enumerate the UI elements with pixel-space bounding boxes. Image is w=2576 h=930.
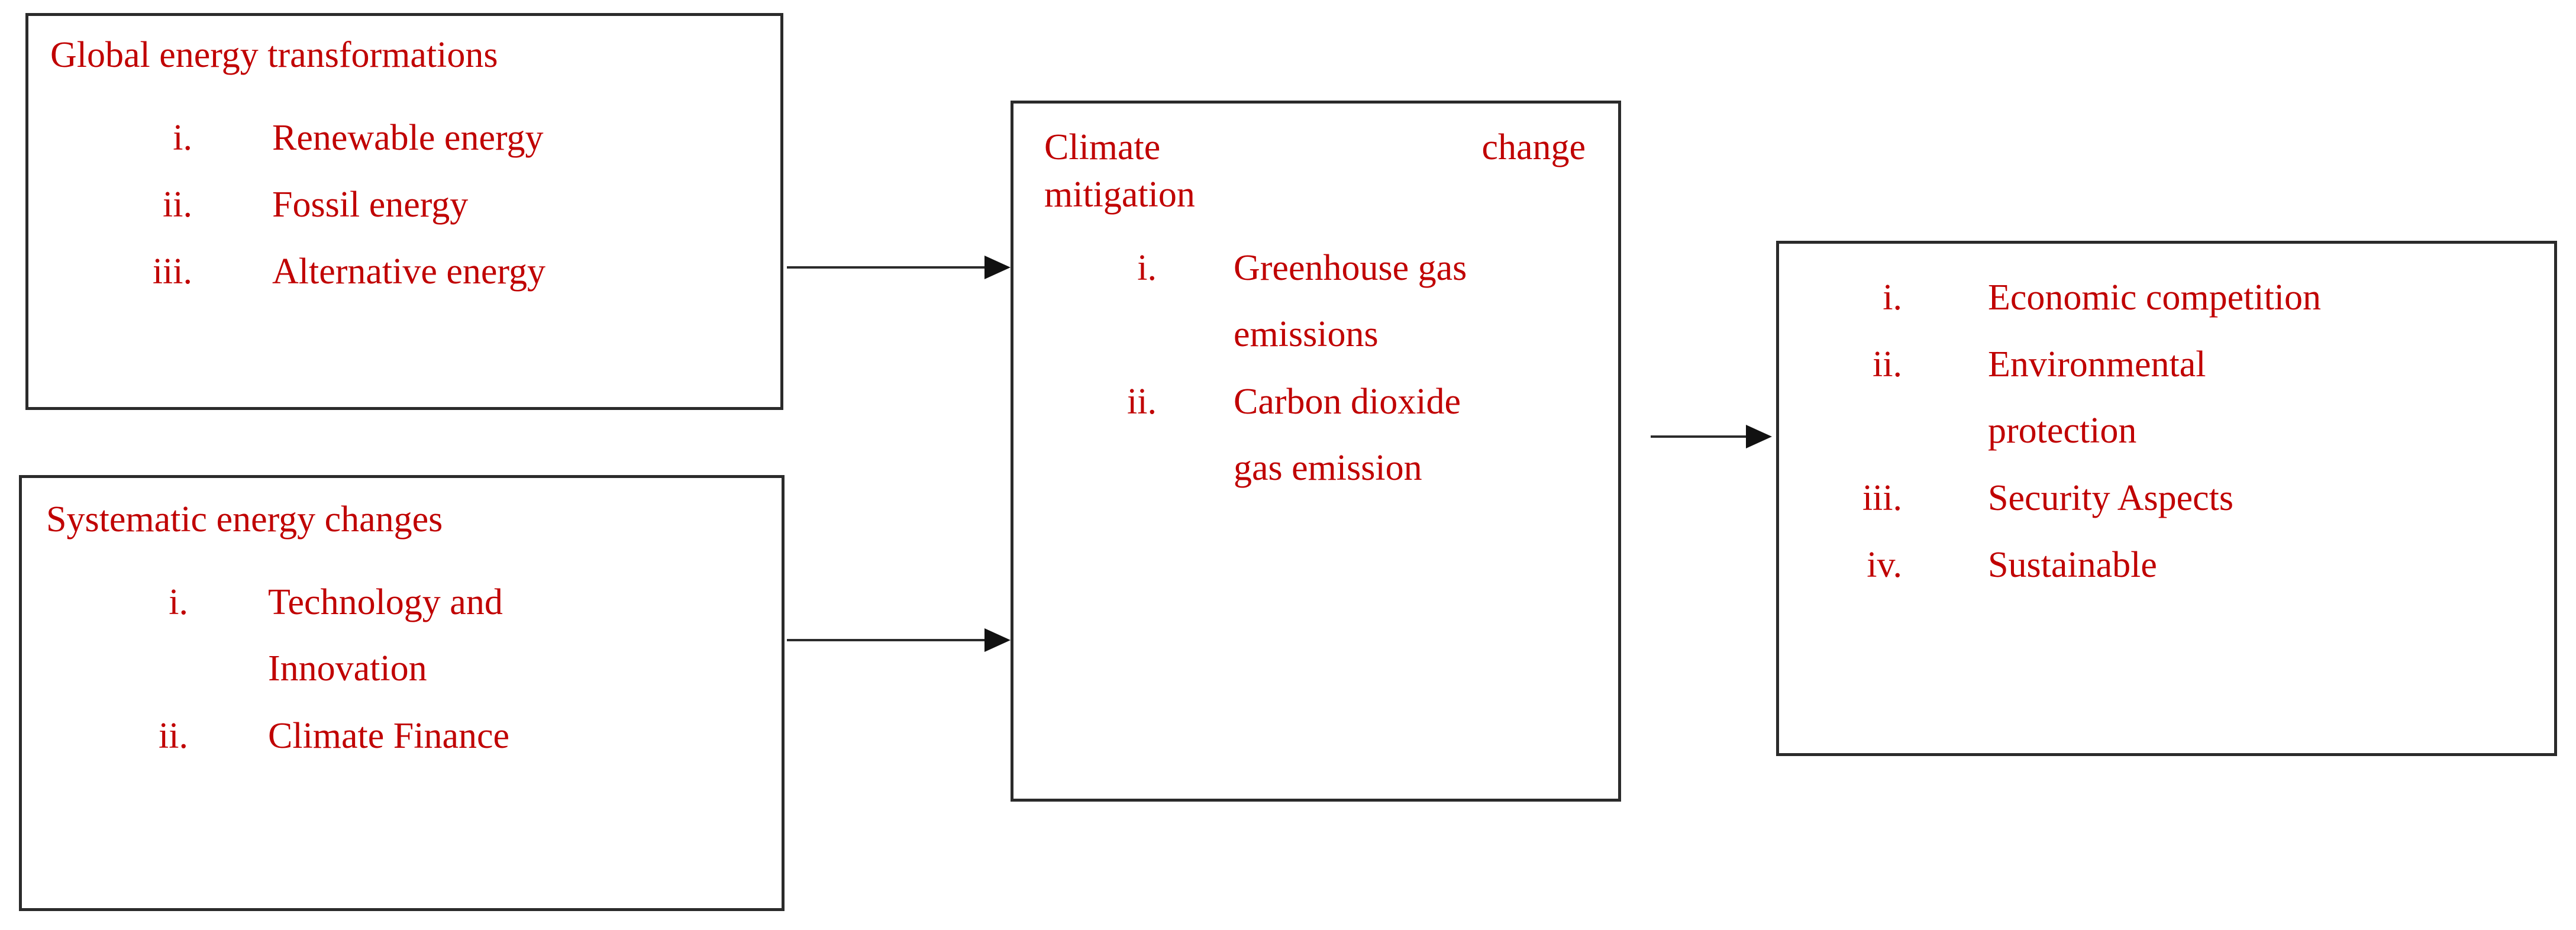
box3-list: i. Greenhouse gas emissions ii. Carbon d… [1044, 237, 1606, 504]
box2-heading: Systematic energy changes [46, 499, 443, 540]
list-item: ii. Carbon dioxide gas emission [1044, 370, 1606, 504]
box3-heading-word1: Climate [1044, 127, 1161, 167]
box3-item2-text: Carbon dioxide [1234, 382, 1461, 422]
box1-item3-numeral: iii. [152, 251, 192, 292]
box4-item4-text: Sustainable [1988, 545, 2157, 585]
box3-heading-line2: mitigation [1044, 175, 1195, 215]
box4-item2-text: Environmental [1988, 344, 2206, 385]
box2-item1-text-line2: Innovation [268, 648, 427, 689]
box-systematic-energy-changes [19, 475, 785, 911]
box1-item1-text: Renewable energy [272, 118, 544, 158]
box1-item1-numeral: i. [173, 118, 192, 158]
list-item: iii. Alternative energy [50, 240, 760, 307]
arrow-head [984, 628, 1011, 652]
list-item: ii. Climate Finance [46, 705, 768, 771]
arrow-box1-to-middle [787, 256, 1011, 279]
box4-item4-numeral: iv. [1867, 545, 1902, 585]
box3-item2-text-line2: gas emission [1234, 448, 1422, 488]
arrow-line [787, 639, 984, 641]
box3-heading-word2: change [1481, 127, 1586, 167]
box4-item2-text-line2: protection [1988, 411, 2137, 451]
arrow-head [1746, 425, 1772, 448]
box1-list: i. Renewable energy ii. Fossil energy ii… [50, 106, 760, 307]
box1-item2-numeral: ii. [163, 185, 192, 225]
list-item: i. Renewable energy [50, 106, 760, 173]
list-item: iv. Sustainable [1805, 534, 2550, 600]
arrow-middle-to-outcomes [1651, 425, 1772, 448]
arrow-box2-to-middle [787, 628, 1011, 652]
box4-list: i. Economic competition ii. Environmenta… [1805, 266, 2550, 600]
box-outcomes [1776, 241, 2557, 756]
box3-item1-text-line2: emissions [1234, 314, 1379, 354]
box3-heading-line1: Climate change [1044, 129, 1586, 166]
list-item: iii. Security Aspects [1805, 467, 2550, 534]
arrow-line [1651, 435, 1746, 438]
box2-list: i. Technology and Innovation ii. Climate… [46, 571, 768, 771]
arrow-head [984, 256, 1011, 279]
list-item: ii. Environmental protection [1805, 333, 2550, 467]
list-item: i. Technology and Innovation [46, 571, 768, 705]
box2-item1-text: Technology and [268, 582, 503, 622]
box3-item1-text: Greenhouse gas [1234, 248, 1467, 288]
box4-item1-text: Economic competition [1988, 277, 2322, 318]
box1-item2-text: Fossil energy [272, 185, 469, 225]
box3-item2-numeral: ii. [1127, 382, 1157, 422]
box3-item1-numeral: i. [1137, 248, 1157, 288]
list-item: i. Economic competition [1805, 266, 2550, 333]
box4-item2-numeral: ii. [1873, 344, 1902, 385]
box2-item1-numeral: i. [169, 582, 188, 622]
box4-item1-numeral: i. [1883, 277, 1902, 318]
box2-item2-text: Climate Finance [268, 716, 510, 756]
box2-item2-numeral: ii. [159, 716, 188, 756]
box-climate-change-mitigation [1011, 101, 1621, 802]
list-item: i. Greenhouse gas emissions [1044, 237, 1606, 370]
box4-item3-numeral: iii. [1862, 478, 1902, 518]
box4-item3-text: Security Aspects [1988, 478, 2233, 518]
box1-item3-text: Alternative energy [272, 251, 545, 292]
box-global-energy-transformations [25, 13, 783, 410]
box1-heading: Global energy transformations [50, 35, 498, 75]
list-item: ii. Fossil energy [50, 173, 760, 240]
arrow-line [787, 266, 984, 269]
